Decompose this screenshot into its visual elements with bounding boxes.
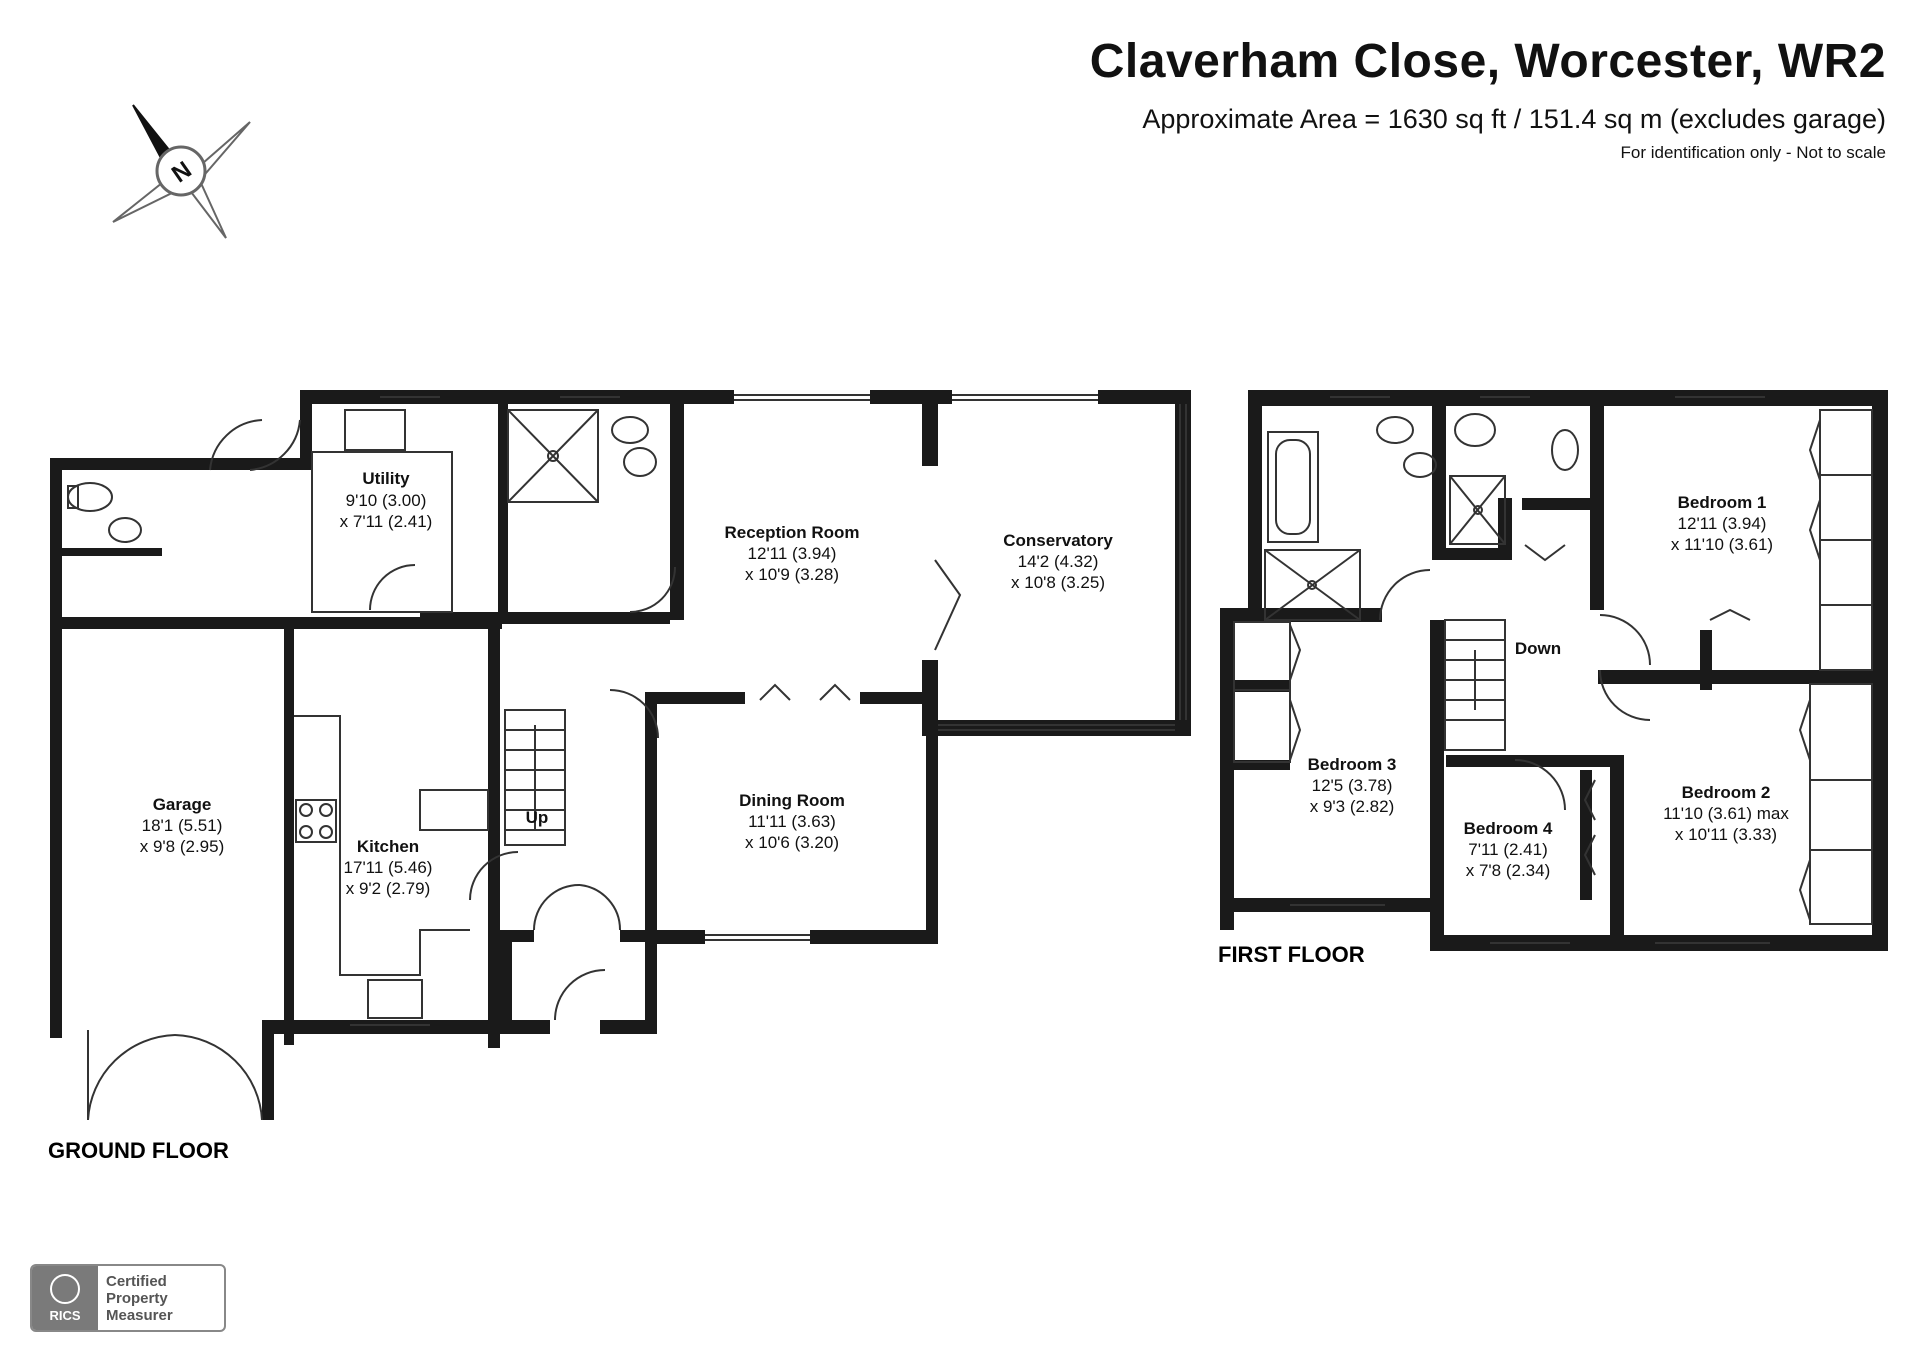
svg-text:11'11 (3.63): 11'11 (3.63) [748, 812, 836, 831]
svg-text:Bedroom 3: Bedroom 3 [1308, 755, 1397, 774]
svg-text:Dining Room: Dining Room [739, 791, 845, 810]
badge-line-1: Certified [106, 1272, 167, 1290]
page-title: Claverham Close, Worcester, WR2 [1089, 35, 1886, 88]
svg-text:9'10 (3.00): 9'10 (3.00) [346, 491, 427, 510]
stairs-down-label: Down [1515, 639, 1561, 658]
badge-text: Certified Property Measurer [98, 1266, 181, 1330]
svg-text:Bedroom 4: Bedroom 4 [1464, 819, 1553, 838]
rics-brand: RICS [49, 1307, 81, 1323]
badge-line-3: Measurer [106, 1306, 173, 1324]
svg-text:17'11 (5.46): 17'11 (5.46) [344, 858, 433, 877]
room-bedroom1: Bedroom 1 12'11 (3.94) x 11'10 (3.61) [1671, 493, 1773, 554]
rics-emblem-icon [50, 1273, 80, 1304]
svg-text:x 10'6 (3.20): x 10'6 (3.20) [745, 833, 839, 852]
svg-text:12'5 (3.78): 12'5 (3.78) [1312, 776, 1393, 795]
svg-text:12'11 (3.94): 12'11 (3.94) [1678, 514, 1767, 533]
ground-floor-plan [50, 390, 1191, 1120]
svg-text:Utility: Utility [362, 469, 410, 488]
svg-text:x 10'11 (3.33): x 10'11 (3.33) [1675, 825, 1777, 844]
svg-text:7'11 (2.41): 7'11 (2.41) [1468, 840, 1547, 859]
svg-text:x 10'8 (3.25): x 10'8 (3.25) [1011, 573, 1105, 592]
svg-text:Bedroom 1: Bedroom 1 [1678, 493, 1767, 512]
svg-text:x 10'9 (3.28): x 10'9 (3.28) [745, 565, 839, 584]
svg-text:12'11 (3.94): 12'11 (3.94) [748, 544, 837, 563]
svg-text:Reception Room: Reception Room [724, 523, 859, 542]
room-bedroom3: Bedroom 3 12'5 (3.78) x 9'3 (2.82) [1308, 755, 1397, 816]
room-garage: Garage 18'1 (5.51) x 9'8 (2.95) [140, 795, 225, 856]
compass-icon: N [112, 104, 251, 239]
svg-text:14'2 (4.32): 14'2 (4.32) [1018, 552, 1099, 571]
area-summary: Approximate Area = 1630 sq ft / 151.4 sq… [1142, 104, 1886, 134]
room-kitchen: Kitchen 17'11 (5.46) x 9'2 (2.79) [344, 837, 433, 898]
stairs-up-label: Up [526, 808, 549, 827]
first-floor-details [1233, 396, 1873, 944]
first-floor-plan [1220, 390, 1888, 951]
svg-text:x 9'8 (2.95): x 9'8 (2.95) [140, 837, 225, 856]
svg-text:Bedroom 2: Bedroom 2 [1682, 783, 1771, 802]
svg-text:Garage: Garage [153, 795, 212, 814]
svg-text:x 11'10 (3.61): x 11'10 (3.61) [1671, 535, 1773, 554]
room-dining: Dining Room 11'11 (3.63) x 10'6 (3.20) [739, 791, 845, 852]
ground-floor-label: GROUND FLOOR [48, 1138, 229, 1163]
room-utility: Utility 9'10 (3.00) x 7'11 (2.41) [340, 469, 433, 531]
rics-badge: RICS Certified Property Measurer [30, 1264, 226, 1332]
svg-text:x 7'8 (2.34): x 7'8 (2.34) [1466, 861, 1551, 880]
ground-floor-details [67, 394, 1187, 1121]
svg-text:Conservatory: Conservatory [1003, 531, 1113, 550]
room-reception: Reception Room 12'11 (3.94) x 10'9 (3.28… [724, 523, 859, 584]
first-floor-label: FIRST FLOOR [1218, 942, 1365, 967]
room-conservatory: Conservatory 14'2 (4.32) x 10'8 (3.25) [1003, 531, 1113, 592]
scale-note: For identification only - Not to scale [1620, 143, 1886, 162]
svg-text:x 7'11 (2.41): x 7'11 (2.41) [340, 512, 433, 531]
svg-text:Kitchen: Kitchen [357, 837, 419, 856]
svg-text:x 9'3 (2.82): x 9'3 (2.82) [1310, 797, 1395, 816]
svg-text:11'10 (3.61) max: 11'10 (3.61) max [1663, 804, 1789, 823]
svg-text:x 9'2 (2.79): x 9'2 (2.79) [346, 879, 431, 898]
room-bedroom4: Bedroom 4 7'11 (2.41) x 7'8 (2.34) [1464, 819, 1553, 880]
room-labels: Utility 9'10 (3.00) x 7'11 (2.41) Recept… [140, 469, 1790, 898]
badge-line-2: Property [106, 1289, 168, 1307]
rics-logo: RICS [32, 1266, 98, 1330]
room-bedroom2: Bedroom 2 11'10 (3.61) max x 10'11 (3.33… [1663, 783, 1789, 844]
svg-text:18'1 (5.51): 18'1 (5.51) [142, 816, 223, 835]
